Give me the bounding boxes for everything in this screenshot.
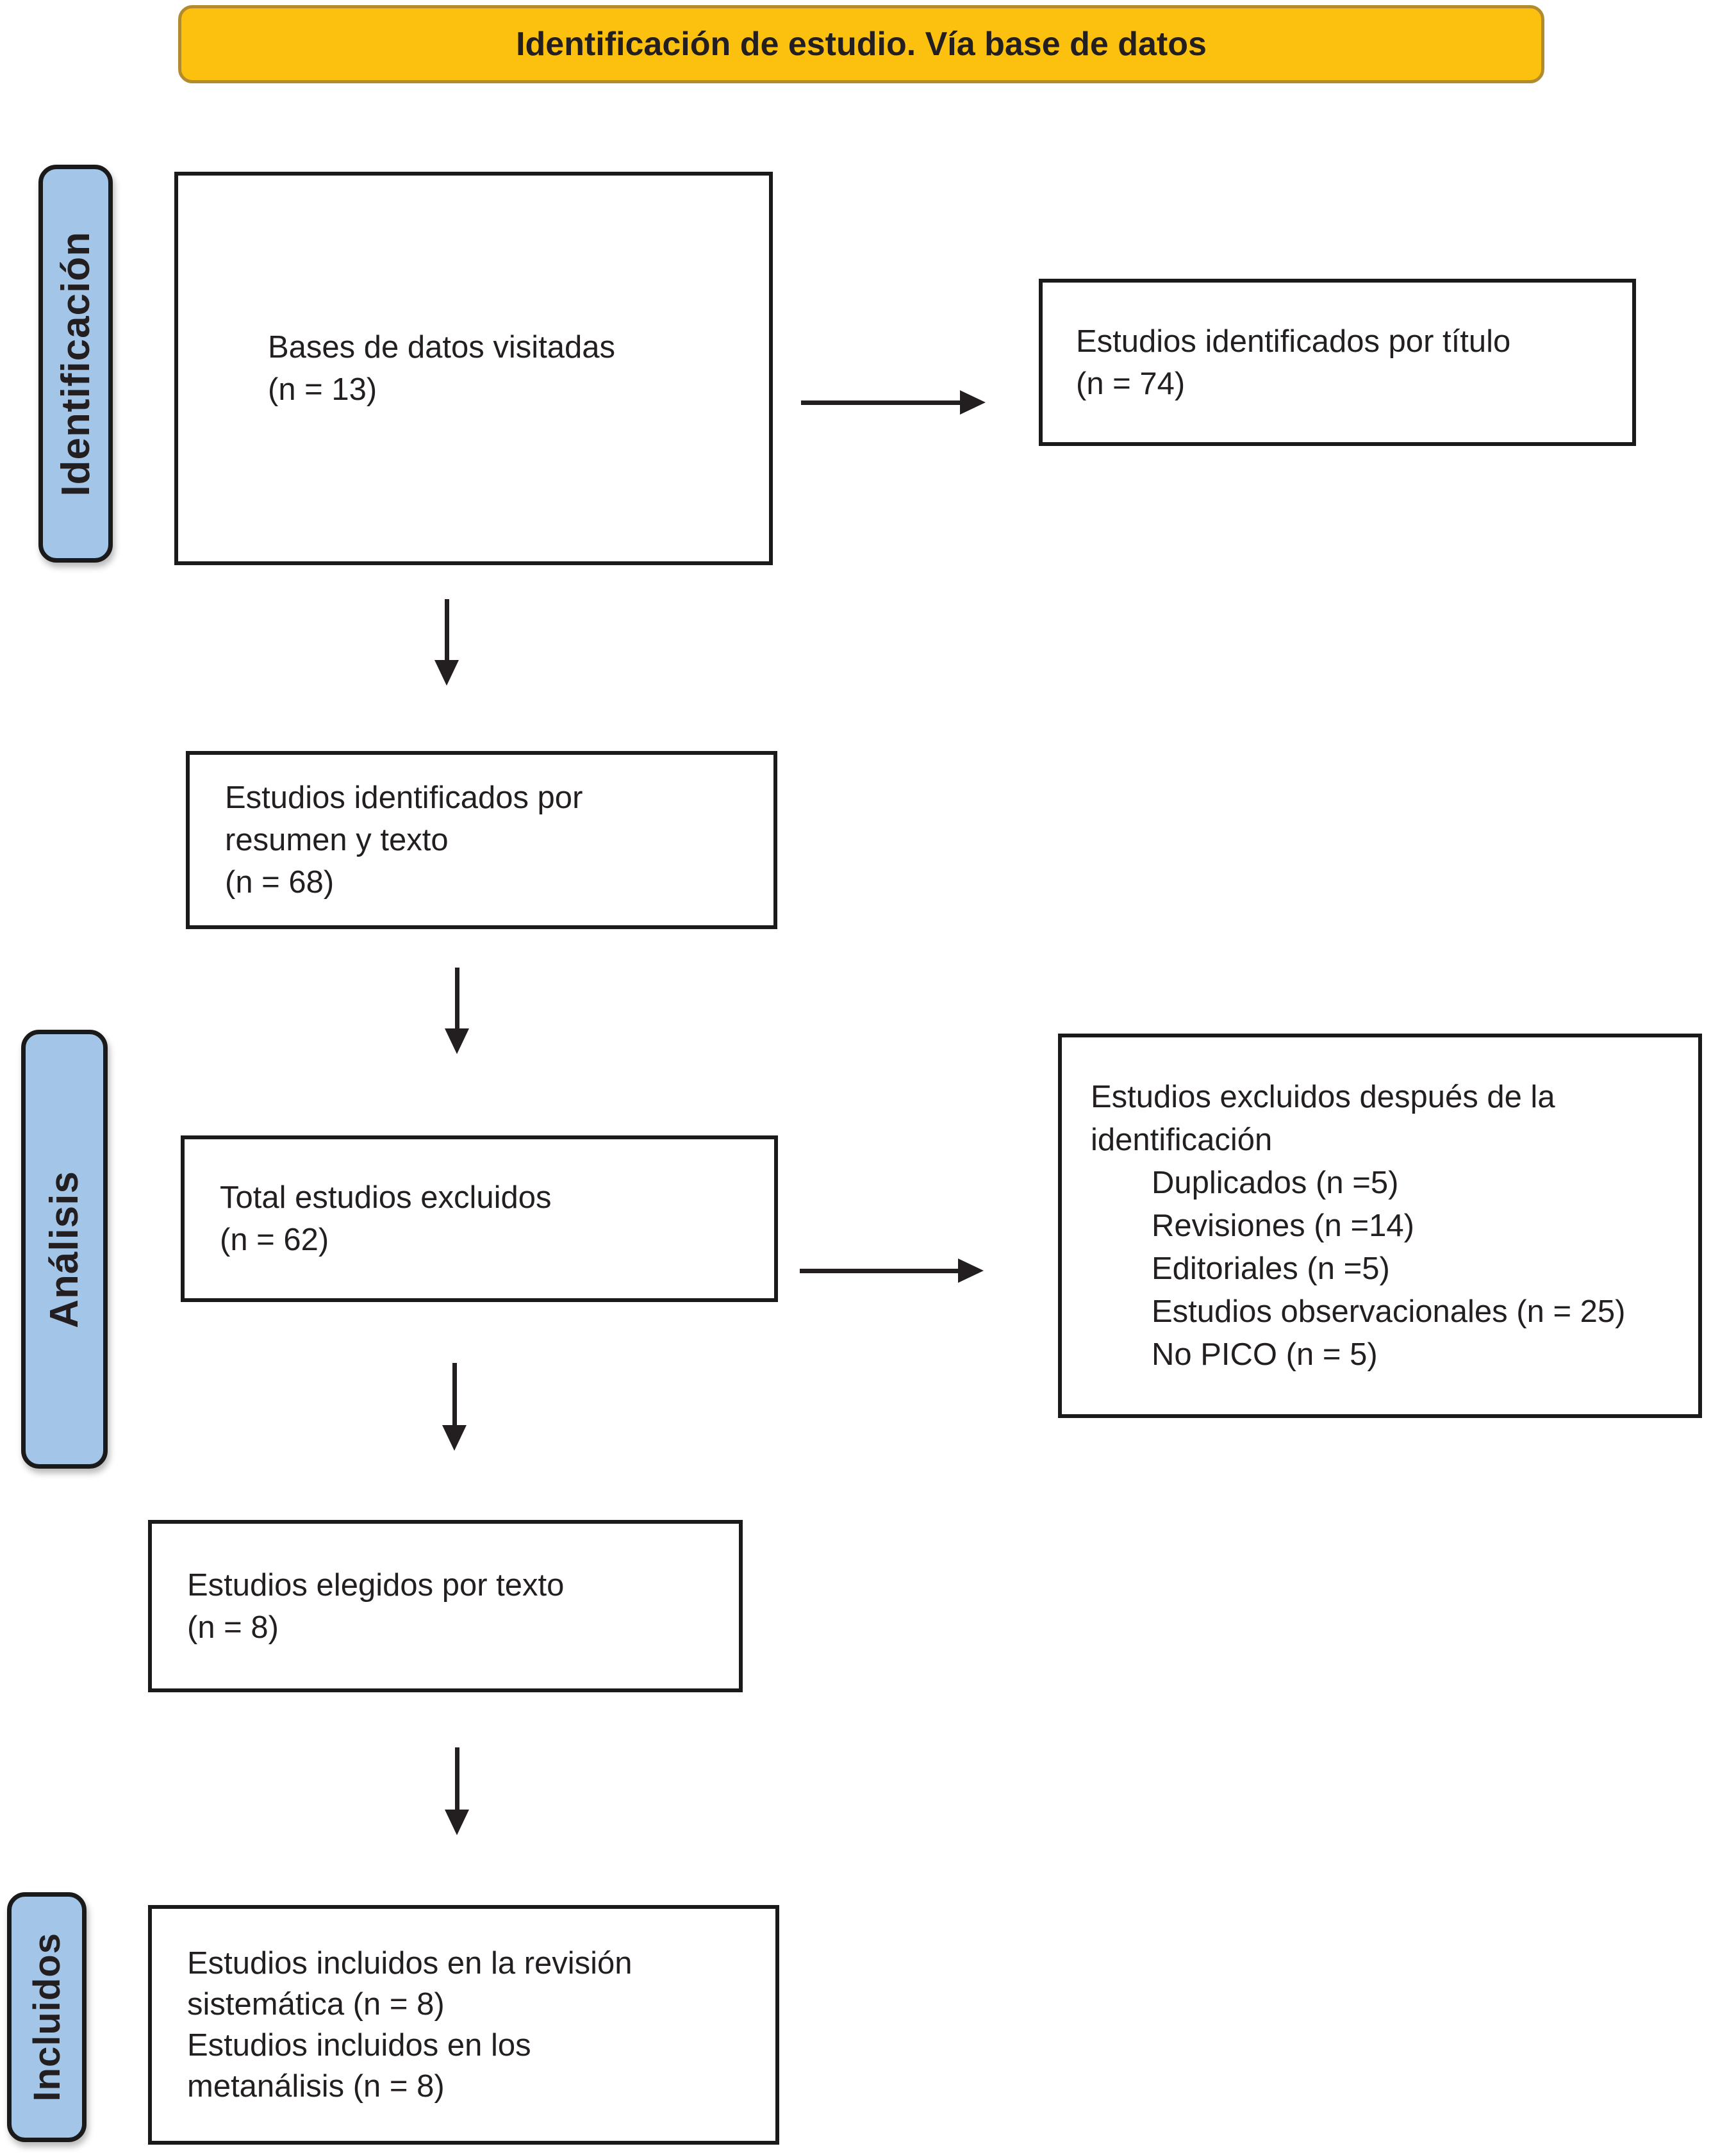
arrow-shaft xyxy=(800,1268,958,1273)
arrow-shaft xyxy=(454,1747,459,1810)
stage-tab-analisis: Análisis xyxy=(21,1030,108,1469)
node-total-excluded-line-1: Total estudios excluidos xyxy=(220,1180,552,1215)
arrow-head xyxy=(958,1258,984,1283)
node-identified-by-title-line-1: Estudios identificados por título xyxy=(1076,324,1511,359)
node-total-excluded: Total estudios excluidos (n = 62) xyxy=(181,1135,778,1302)
arrow-head xyxy=(442,1425,467,1451)
node-chosen-by-text-line-1: Estudios elegidos por texto xyxy=(187,1567,565,1603)
arrow-head xyxy=(960,390,986,415)
node-excluded-line-1: Estudios excluidos después de la xyxy=(1091,1079,1555,1114)
stage-tab-incluidos: Incluidos xyxy=(7,1892,87,2142)
node-excluded-reason-observacionales: Estudios observacionales (n = 25) xyxy=(1152,1294,1626,1329)
node-identified-by-title: Estudios identificados por título (n = 7… xyxy=(1039,279,1636,446)
node-included-line-4: metanálisis (n = 8) xyxy=(187,2069,445,2104)
node-total-excluded-line-2: (n = 62) xyxy=(220,1223,329,1257)
node-identified-by-abstract: Estudios identificados por resumen y tex… xyxy=(186,751,777,929)
arrow-right-icon-excluded-to-detail xyxy=(800,1258,984,1283)
node-included-line-1: Estudios incluidos en la revisión xyxy=(187,1946,632,1981)
stage-tab-identificacion-label: Identificación xyxy=(53,231,98,497)
stage-tab-incluidos-label: Incluidos xyxy=(26,1933,68,2102)
arrow-head xyxy=(445,1028,469,1054)
arrow-down-icon-databases-to-abstract xyxy=(434,599,459,686)
node-excluded-after-identification: Estudios excluidos después de la identif… xyxy=(1058,1034,1702,1418)
arrow-right-icon-databases-to-title xyxy=(801,390,986,415)
node-identified-by-abstract-line-3: (n = 68) xyxy=(225,865,335,900)
node-databases: Bases de datos visitadas (n = 13) xyxy=(174,172,773,565)
node-excluded-reason-editoriales: Editoriales (n =5) xyxy=(1152,1251,1390,1286)
arrow-down-icon-chosen-to-included xyxy=(445,1747,469,1835)
arrow-down-icon-excluded-to-chosen xyxy=(442,1363,467,1451)
stage-tab-analisis-label: Análisis xyxy=(42,1170,87,1328)
arrow-down-icon-abstract-to-excluded xyxy=(445,968,469,1054)
arrow-shaft xyxy=(444,599,449,660)
arrow-head xyxy=(445,1810,469,1835)
diagram-title: Identificación de estudio. Vía base de d… xyxy=(516,26,1207,63)
node-excluded-reason-no-pico: No PICO (n = 5) xyxy=(1152,1337,1378,1372)
arrow-shaft xyxy=(452,1363,457,1425)
node-identified-by-abstract-line-2: resumen y texto xyxy=(225,823,449,857)
node-included-line-3: Estudios incluidos en los xyxy=(187,2028,531,2063)
node-chosen-by-text-line-2: (n = 8) xyxy=(187,1610,279,1645)
arrow-shaft xyxy=(801,400,960,405)
node-chosen-by-text: Estudios elegidos por texto (n = 8) xyxy=(148,1520,743,1692)
arrow-shaft xyxy=(454,968,459,1028)
node-identified-by-abstract-line-1: Estudios identificados por xyxy=(225,780,583,815)
node-databases-line-2: (n = 13) xyxy=(268,372,377,407)
node-databases-line-1: Bases de datos visitadas xyxy=(268,330,616,365)
node-excluded-line-2: identificación xyxy=(1091,1122,1273,1157)
node-included-line-2: sistemática (n = 8) xyxy=(187,1987,445,2022)
header-banner: Identificación de estudio. Vía base de d… xyxy=(178,5,1544,83)
node-included: Estudios incluidos en la revisión sistem… xyxy=(148,1905,779,2145)
arrow-head xyxy=(434,660,459,686)
node-identified-by-title-line-2: (n = 74) xyxy=(1076,366,1186,401)
stage-tab-identificacion: Identificación xyxy=(38,165,113,563)
node-excluded-reason-revisiones: Revisiones (n =14) xyxy=(1152,1208,1414,1243)
node-excluded-reason-duplicados: Duplicados (n =5) xyxy=(1152,1165,1399,1200)
